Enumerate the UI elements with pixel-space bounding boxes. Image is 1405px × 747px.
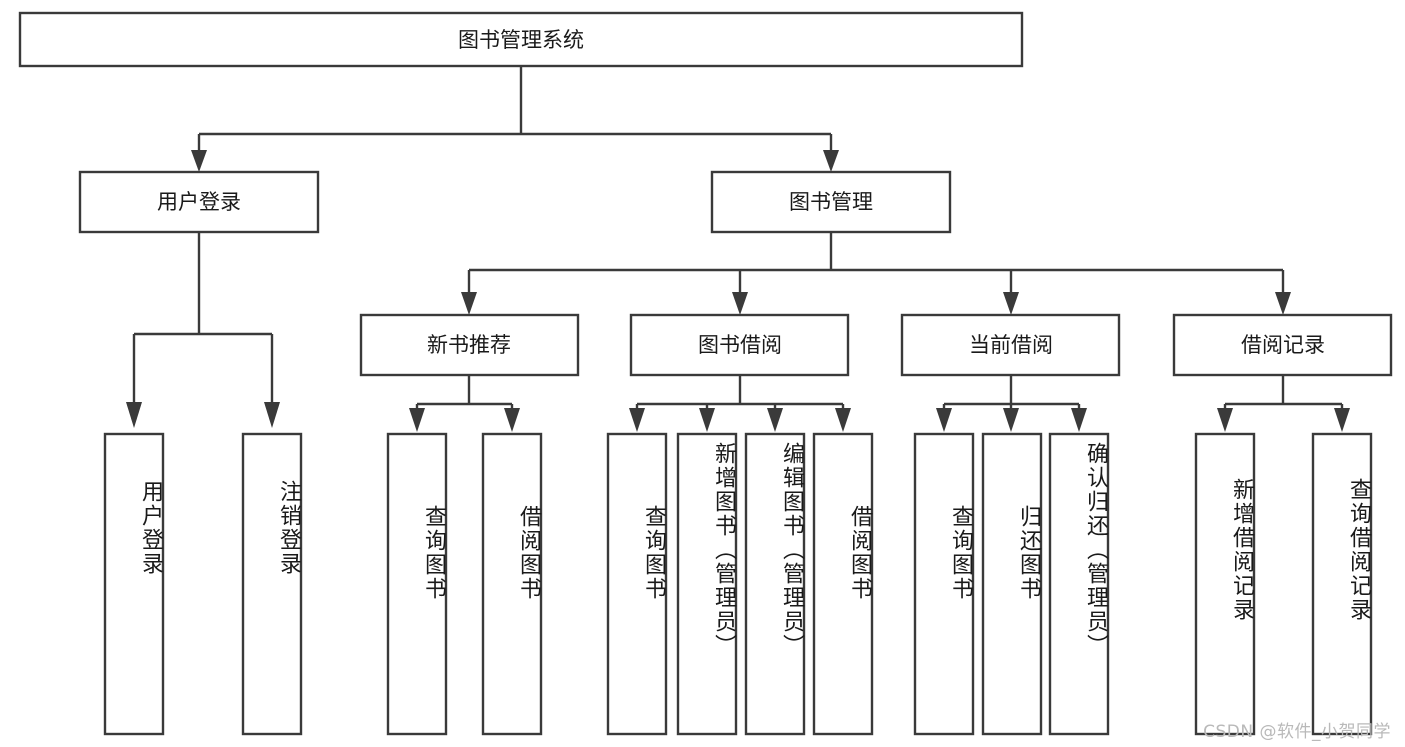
- arrow-head-leaf-borrow-book-1: [504, 408, 520, 432]
- arrow-head-leaf-add-book: [699, 408, 715, 432]
- node-book-manage-label: 图书管理: [789, 190, 873, 214]
- arrow-head-leaf-query-borrow-record: [1334, 408, 1350, 432]
- arrow-head-user-login: [191, 150, 207, 172]
- node-book-manage-box[interactable]: [710, 170, 952, 234]
- arrow-head-book-manage: [823, 150, 839, 172]
- node-current-borrow-box[interactable]: [900, 313, 1121, 377]
- arrow-head-leaf-borrow-book-2: [835, 408, 851, 432]
- arrow-head-borrow-record: [1275, 292, 1291, 315]
- arrow-head-leaf-confirm-return: [1071, 408, 1087, 432]
- node-leaf-add-borrow-record-box[interactable]: [1194, 432, 1256, 736]
- arrow-head-leaf-user-login: [126, 402, 142, 428]
- arrow-head-leaf-query-book-1: [409, 408, 425, 432]
- node-borrow-record-box[interactable]: [1172, 313, 1393, 377]
- node-current-borrow-label: 当前借阅: [969, 333, 1053, 357]
- node-layer: 图书管理系统 用户登录 图书管理 新书推荐 图书借阅 当前借阅 借阅记录: [18, 11, 1393, 736]
- node-leaf-return-book-box[interactable]: [981, 432, 1043, 736]
- node-leaf-query-book-2-box[interactable]: [606, 432, 668, 736]
- node-leaf-add-book-box[interactable]: [676, 432, 738, 736]
- node-user-login-box[interactable]: [78, 170, 320, 234]
- node-new-book-recommend-box[interactable]: [359, 313, 580, 377]
- arrow-head-leaf-add-borrow-record: [1217, 408, 1233, 432]
- arrow-head-leaf-user-logout: [264, 402, 280, 428]
- arrow-head-leaf-edit-book: [767, 408, 783, 432]
- arrow-head-book-borrow: [732, 292, 748, 315]
- watermark-text: CSDN @软件_小贺同学: [1203, 722, 1391, 742]
- node-leaf-edit-book-box[interactable]: [744, 432, 806, 736]
- arrow-head-current-borrow: [1003, 292, 1019, 315]
- node-leaf-query-book-1-box[interactable]: [386, 432, 448, 736]
- node-leaf-query-borrow-record-box[interactable]: [1311, 432, 1373, 736]
- node-root-box[interactable]: [18, 11, 1024, 68]
- connector-layer: [126, 66, 1350, 432]
- node-borrow-record-label: 借阅记录: [1241, 333, 1325, 357]
- node-book-borrow-box[interactable]: [629, 313, 850, 377]
- node-leaf-confirm-return-box[interactable]: [1048, 432, 1110, 736]
- node-leaf-user-logout-box[interactable]: [241, 432, 303, 736]
- node-leaf-query-book-3-box[interactable]: [913, 432, 975, 736]
- node-new-book-recommend-label: 新书推荐: [427, 333, 511, 357]
- arrow-head-leaf-return-book: [1003, 408, 1019, 432]
- node-user-login-label: 用户登录: [157, 190, 241, 214]
- node-root-label: 图书管理系统: [458, 28, 584, 52]
- node-book-borrow-label: 图书借阅: [698, 333, 782, 357]
- node-leaf-borrow-book-1-box[interactable]: [481, 432, 543, 736]
- node-leaf-user-login-box[interactable]: [103, 432, 165, 736]
- arrow-head-leaf-query-book-3: [936, 408, 952, 432]
- arrow-head-leaf-query-book-2: [629, 408, 645, 432]
- node-leaf-borrow-book-2-box[interactable]: [812, 432, 874, 736]
- arrow-head-new-book-recommend: [461, 292, 477, 315]
